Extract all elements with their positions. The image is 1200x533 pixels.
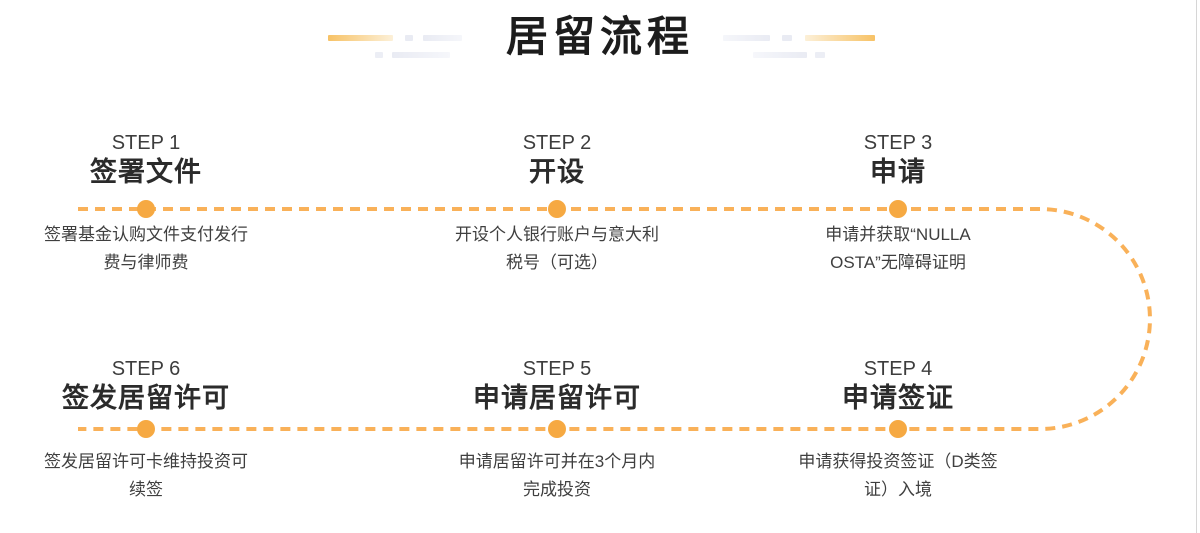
flow-dashed-path	[78, 207, 1152, 431]
step-1-desc-line-2: 费与律师费	[103, 253, 189, 272]
step-4-description: 申请获得投资签证（D类签 证）入境	[738, 448, 1058, 504]
step-5-label: STEP 5	[522, 358, 592, 380]
step-3-desc-line-1: 申请并获取“NULLA	[825, 225, 971, 244]
step-2-dot	[548, 200, 566, 218]
step-2-title: 开设	[529, 157, 585, 187]
step-1-label: STEP 1	[111, 132, 181, 154]
step-5-description: 申请居留许可并在3个月内 完成投资	[397, 448, 717, 504]
step-3-desc-line-2: OSTA”无障碍证明	[830, 253, 966, 272]
gold-bar	[328, 35, 393, 41]
step-4-header: STEP 4 申请签证	[738, 358, 1058, 414]
step-4-desc-line-2: 证）入境	[864, 480, 932, 499]
step-5-header: STEP 5 申请居留许可	[397, 358, 717, 414]
step-5-dot	[548, 420, 566, 438]
step-2-header: STEP 2 开设	[397, 132, 717, 188]
step-5-desc-line-2: 完成投资	[523, 480, 591, 499]
page-title: 居留流程	[505, 13, 694, 60]
step-1-dot	[137, 200, 155, 218]
step-5-title: 申请居留许可	[473, 383, 641, 413]
step-6-desc-line-1: 签发居留许可卡维持投资可	[44, 452, 248, 471]
step-5-desc-line-1: 申请居留许可并在3个月内	[458, 452, 656, 471]
step-6-description: 签发居留许可卡维持投资可 续签	[0, 448, 306, 504]
step-6-label: STEP 6	[111, 358, 181, 380]
gray-bar	[392, 52, 450, 58]
gray-square	[405, 35, 413, 41]
step-6-title: 签发居留许可	[62, 383, 230, 413]
step-3-title: 申请	[870, 157, 926, 187]
gray-square	[782, 35, 792, 41]
step-6-desc-line-2: 续签	[129, 480, 163, 499]
step-4-label: STEP 4	[863, 358, 933, 380]
step-4-desc-line-1: 申请获得投资签证（D类签	[798, 452, 998, 471]
title-decoration-left	[328, 35, 462, 58]
step-2-desc-line-1: 开设个人银行账户与意大利	[455, 225, 659, 244]
step-3-description: 申请并获取“NULLA OSTA”无障碍证明	[738, 221, 1058, 277]
step-4-title: 申请签证	[842, 383, 954, 413]
step-2-desc-line-2: 税号（可选）	[506, 253, 608, 272]
gray-bar	[753, 52, 807, 58]
step-1-title: 签署文件	[90, 157, 202, 187]
step-1-desc-line-1: 签署基金认购文件支付发行	[44, 225, 248, 244]
page-right-edge-line	[1196, 0, 1197, 533]
step-1-description: 签署基金认购文件支付发行 费与律师费	[0, 221, 306, 277]
step-3-dot	[889, 200, 907, 218]
step-1-header: STEP 1 签署文件	[0, 132, 306, 188]
step-6-header: STEP 6 签发居留许可	[0, 358, 306, 414]
step-4-dot	[889, 420, 907, 438]
step-3-header: STEP 3 申请	[738, 132, 1058, 188]
gray-square	[815, 52, 825, 58]
step-6-dot	[137, 420, 155, 438]
gray-square	[375, 52, 383, 58]
step-2-label: STEP 2	[522, 132, 592, 154]
title-decoration-right	[723, 35, 875, 58]
step-3-label: STEP 3	[863, 132, 933, 154]
gray-bar	[423, 35, 462, 41]
step-2-description: 开设个人银行账户与意大利 税号（可选）	[397, 221, 717, 277]
gray-bar	[723, 35, 770, 41]
gold-bar	[805, 35, 875, 41]
